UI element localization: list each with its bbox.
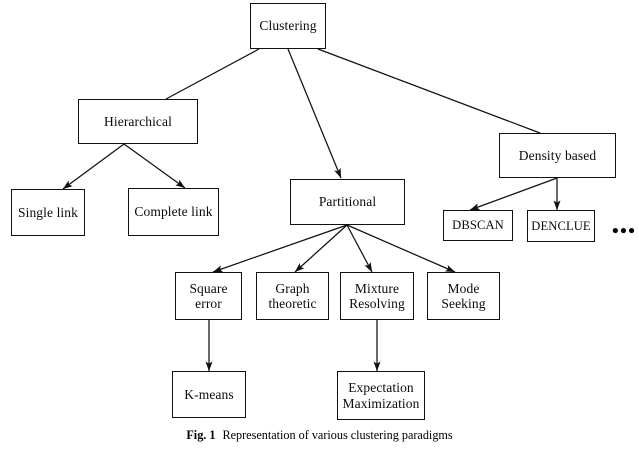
- node-mode-seeking[interactable]: Mode Seeking: [427, 272, 500, 320]
- node-denclue-label: DENCLUE: [531, 218, 591, 233]
- node-partitional-label: Partitional: [318, 194, 377, 210]
- node-density-based-label: Density based: [518, 147, 597, 163]
- figure-caption: Fig. 1 Representation of various clusteri…: [0, 428, 639, 443]
- node-complete-link-label: Complete link: [134, 204, 213, 220]
- edge-clustering-density-based: [317, 48, 541, 134]
- edge-density-based-dbscan: [469, 177, 558, 211]
- node-k-means[interactable]: K-means: [172, 371, 246, 418]
- node-dbscan[interactable]: DBSCAN: [443, 210, 513, 241]
- figure-caption-text: Representation of various clustering par…: [222, 428, 453, 442]
- node-denclue[interactable]: DENCLUE: [527, 210, 595, 242]
- figure-caption-tag: Fig. 1: [186, 428, 216, 442]
- node-clustering[interactable]: Clustering: [250, 3, 326, 49]
- node-mixture-resolving-label: Mixture Resolving: [349, 280, 405, 311]
- edge-partitional-mode-seeking: [346, 224, 456, 273]
- node-expectation-maximization-label: Expectation Maximization: [342, 380, 420, 411]
- edge-hierarchical-single-link: [62, 143, 125, 190]
- edge-clustering-hierarchical: [165, 48, 260, 100]
- node-dbscan-label: DBSCAN: [452, 218, 504, 233]
- node-single-link-label: Single link: [18, 204, 78, 220]
- more-density-methods-ellipsis: •••: [612, 221, 637, 242]
- node-graph-theoretic[interactable]: Graph theoretic: [256, 272, 329, 320]
- node-hierarchical[interactable]: Hierarchical: [78, 99, 198, 144]
- node-square-error-label: Square error: [189, 280, 228, 311]
- node-clustering-label: Clustering: [259, 18, 317, 34]
- node-single-link[interactable]: Single link: [11, 189, 85, 236]
- node-mode-seeking-label: Mode Seeking: [441, 280, 486, 311]
- edge-hierarchical-complete-link: [123, 143, 186, 189]
- node-graph-theoretic-label: Graph theoretic: [268, 280, 317, 311]
- node-density-based[interactable]: Density based: [499, 133, 616, 178]
- node-square-error[interactable]: Square error: [175, 272, 242, 320]
- node-expectation-maximization[interactable]: Expectation Maximization: [337, 371, 425, 420]
- node-hierarchical-label: Hierarchical: [104, 113, 172, 129]
- edge-partitional-square-error: [212, 224, 348, 273]
- edge-partitional-mixture-resolving: [346, 224, 373, 273]
- node-complete-link[interactable]: Complete link: [128, 188, 219, 236]
- edge-partitional-graph-theoretic: [294, 224, 348, 273]
- edge-clustering-partitional: [287, 48, 342, 179]
- node-partitional[interactable]: Partitional: [290, 179, 405, 225]
- node-mixture-resolving[interactable]: Mixture Resolving: [340, 272, 414, 320]
- node-k-means-label: K-means: [184, 386, 234, 402]
